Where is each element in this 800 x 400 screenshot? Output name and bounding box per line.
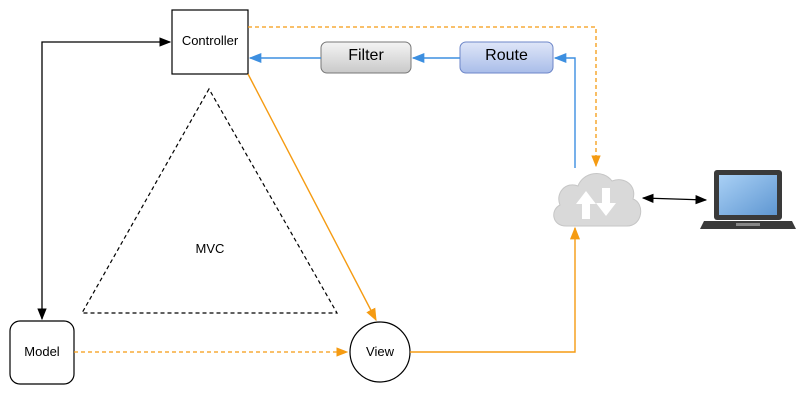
cloud-sync-icon xyxy=(553,173,642,227)
controller-to-view-arrow xyxy=(247,73,377,322)
mvc-triangle xyxy=(80,87,339,314)
model-label: Model xyxy=(24,344,60,359)
route-label: Route xyxy=(485,47,528,64)
controller-model-arrow xyxy=(37,37,172,321)
cloud-to-route-arrow xyxy=(553,52,576,168)
cloud-laptop-arrow xyxy=(641,193,708,205)
controller-to-cloud-arrow xyxy=(248,26,601,168)
controller-box[interactable] xyxy=(171,9,249,75)
filter-label: Filter xyxy=(348,47,384,64)
view-label: View xyxy=(366,344,394,359)
mvc-label: MVC xyxy=(195,241,225,256)
laptop-icon xyxy=(700,170,796,229)
view-to-cloud-arrow xyxy=(410,226,581,353)
controller-label: Controller xyxy=(181,33,239,48)
